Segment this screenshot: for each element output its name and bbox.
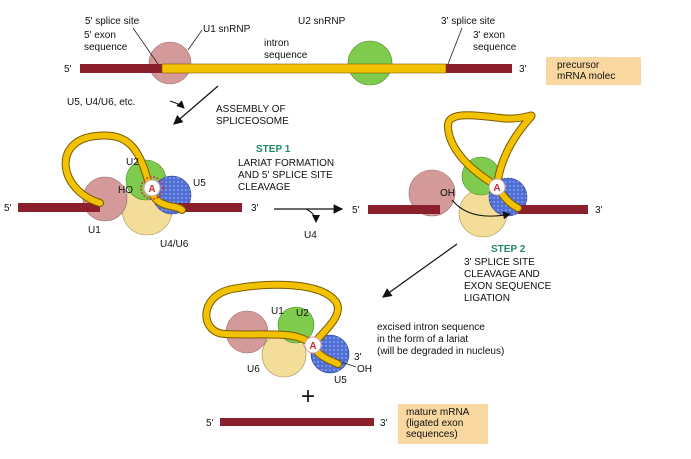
spliceosome-complex-1: A HO U2 U5 U1 U4/U6 5' 3' bbox=[4, 131, 259, 250]
intron-label: intron sequence bbox=[264, 38, 308, 61]
three-splice-site-label: 3' splice site bbox=[441, 16, 496, 27]
step2-description: 3' SPLICE SITE CLEAVAGE AND EXON SEQUENC… bbox=[464, 257, 554, 304]
branch-a-label-1: A bbox=[148, 184, 155, 195]
three-prime-label-2: 3' bbox=[595, 205, 603, 216]
branch-a-label-3: A bbox=[309, 341, 316, 352]
three-prime-label-top: 3' bbox=[519, 64, 527, 75]
five-splice-site-label: 5' splice site bbox=[85, 16, 140, 27]
u5-label-1: U5 bbox=[193, 178, 206, 189]
five-prime-label-1: 5' bbox=[4, 203, 12, 214]
u2-snrnp-label: U2 snRNP bbox=[298, 16, 346, 27]
branch-a-ring-1 bbox=[140, 176, 164, 200]
u1-label-1: U1 bbox=[88, 225, 101, 236]
five-splice-site-pointer bbox=[132, 27, 159, 65]
branch-a-label-2: A bbox=[493, 183, 500, 194]
three-prime-label-1: 3' bbox=[251, 203, 259, 214]
oh-attack-arrow bbox=[451, 199, 511, 220]
step1-description: LARIAT FORMATION AND 5' SPLICE SITE CLEA… bbox=[238, 158, 337, 193]
five-prime-label-mature: 5' bbox=[206, 418, 214, 429]
mature-three-exon bbox=[298, 418, 374, 426]
u4u6-label-1: U4/U6 bbox=[160, 239, 189, 250]
u2-label-3: U2 bbox=[296, 308, 309, 319]
five-exon-label: 5' exon sequence bbox=[84, 30, 128, 53]
u4-release-arrow bbox=[305, 208, 320, 223]
intron-lariat-1-fill bbox=[62, 132, 185, 213]
five-exon-bar-2 bbox=[368, 205, 440, 214]
mature-mrna-box bbox=[398, 404, 488, 444]
assembly-arrow bbox=[173, 85, 219, 125]
mature-five-exon bbox=[220, 418, 298, 426]
three-splice-site-pointer bbox=[447, 27, 463, 65]
u2-snrnp-particle bbox=[347, 40, 393, 86]
u1-label-3: U1 bbox=[271, 306, 284, 317]
mature-mrna-label: mature mRNA (ligated exon sequences) bbox=[406, 407, 472, 440]
u5-u4-label: U5, U4/U6, etc. bbox=[67, 97, 135, 108]
precursor-box bbox=[546, 57, 641, 85]
excised-description: excised intron sequence in the form of a… bbox=[377, 322, 504, 357]
branch-a-1 bbox=[143, 179, 161, 197]
intron-bar bbox=[161, 63, 447, 74]
oh-pointer-3 bbox=[341, 361, 357, 368]
three-exon-bar-2 bbox=[518, 205, 588, 214]
mature-mrna-panel: + 5' 3' mature mRNA (ligated exon sequen… bbox=[206, 383, 488, 444]
three-prime-label-mature: 3' bbox=[380, 418, 388, 429]
step2: STEP 2 3' SPLICE SITE CLEAVAGE AND EXON … bbox=[382, 243, 554, 304]
u2-label-1: U2 bbox=[126, 157, 139, 168]
u1-pointer bbox=[187, 29, 203, 51]
branch-a-3 bbox=[304, 336, 322, 354]
spliceosome-complex-2: A OH 5' 3' bbox=[352, 111, 603, 238]
oh-label-3: OH bbox=[357, 364, 372, 375]
step1-title: STEP 1 bbox=[256, 144, 291, 155]
u5-label-3: U5 bbox=[334, 375, 347, 386]
u1-particle-2 bbox=[408, 169, 456, 217]
five-exon-bar bbox=[80, 64, 162, 73]
assembly-step: U5, U4/U6, etc. ASSEMBLY OF SPLICEOSOME bbox=[67, 85, 289, 127]
u6-label-3: U6 bbox=[247, 364, 260, 375]
five-prime-label-top: 5' bbox=[64, 64, 72, 75]
step1: STEP 1 LARIAT FORMATION AND 5' SPLICE SI… bbox=[238, 144, 344, 241]
u1-snrnp-label: U1 snRNP bbox=[203, 24, 251, 35]
three-exon-bar bbox=[446, 64, 512, 73]
three-prime-label-3: 3' bbox=[354, 352, 362, 363]
plus-sign: + bbox=[301, 383, 315, 410]
branch-a-2 bbox=[488, 178, 506, 196]
step2-title: STEP 2 bbox=[491, 244, 526, 255]
ho-label: HO bbox=[118, 185, 133, 196]
five-prime-label-2: 5' bbox=[352, 205, 360, 216]
u5-u4-join-arrow bbox=[169, 100, 185, 109]
three-exon-bar-1 bbox=[178, 203, 242, 212]
oh-label-2: OH bbox=[440, 188, 455, 199]
step2-arrow bbox=[382, 243, 458, 298]
excised-lariat-complex: A U1 U2 U6 U5 3' OH excised intron seque… bbox=[202, 280, 504, 386]
precursor-label: precursor mRNA molec bbox=[557, 60, 615, 82]
precursor-panel: 5' splice site 5' exon sequence U1 snRNP… bbox=[64, 16, 641, 86]
three-exon-label: 3' exon sequence bbox=[473, 30, 517, 53]
u1-snrnp-particle bbox=[148, 41, 192, 85]
assembly-label: ASSEMBLY OF SPLICEOSOME bbox=[216, 104, 289, 127]
u4-label: U4 bbox=[304, 230, 317, 241]
five-exon-bar-1 bbox=[18, 203, 100, 212]
